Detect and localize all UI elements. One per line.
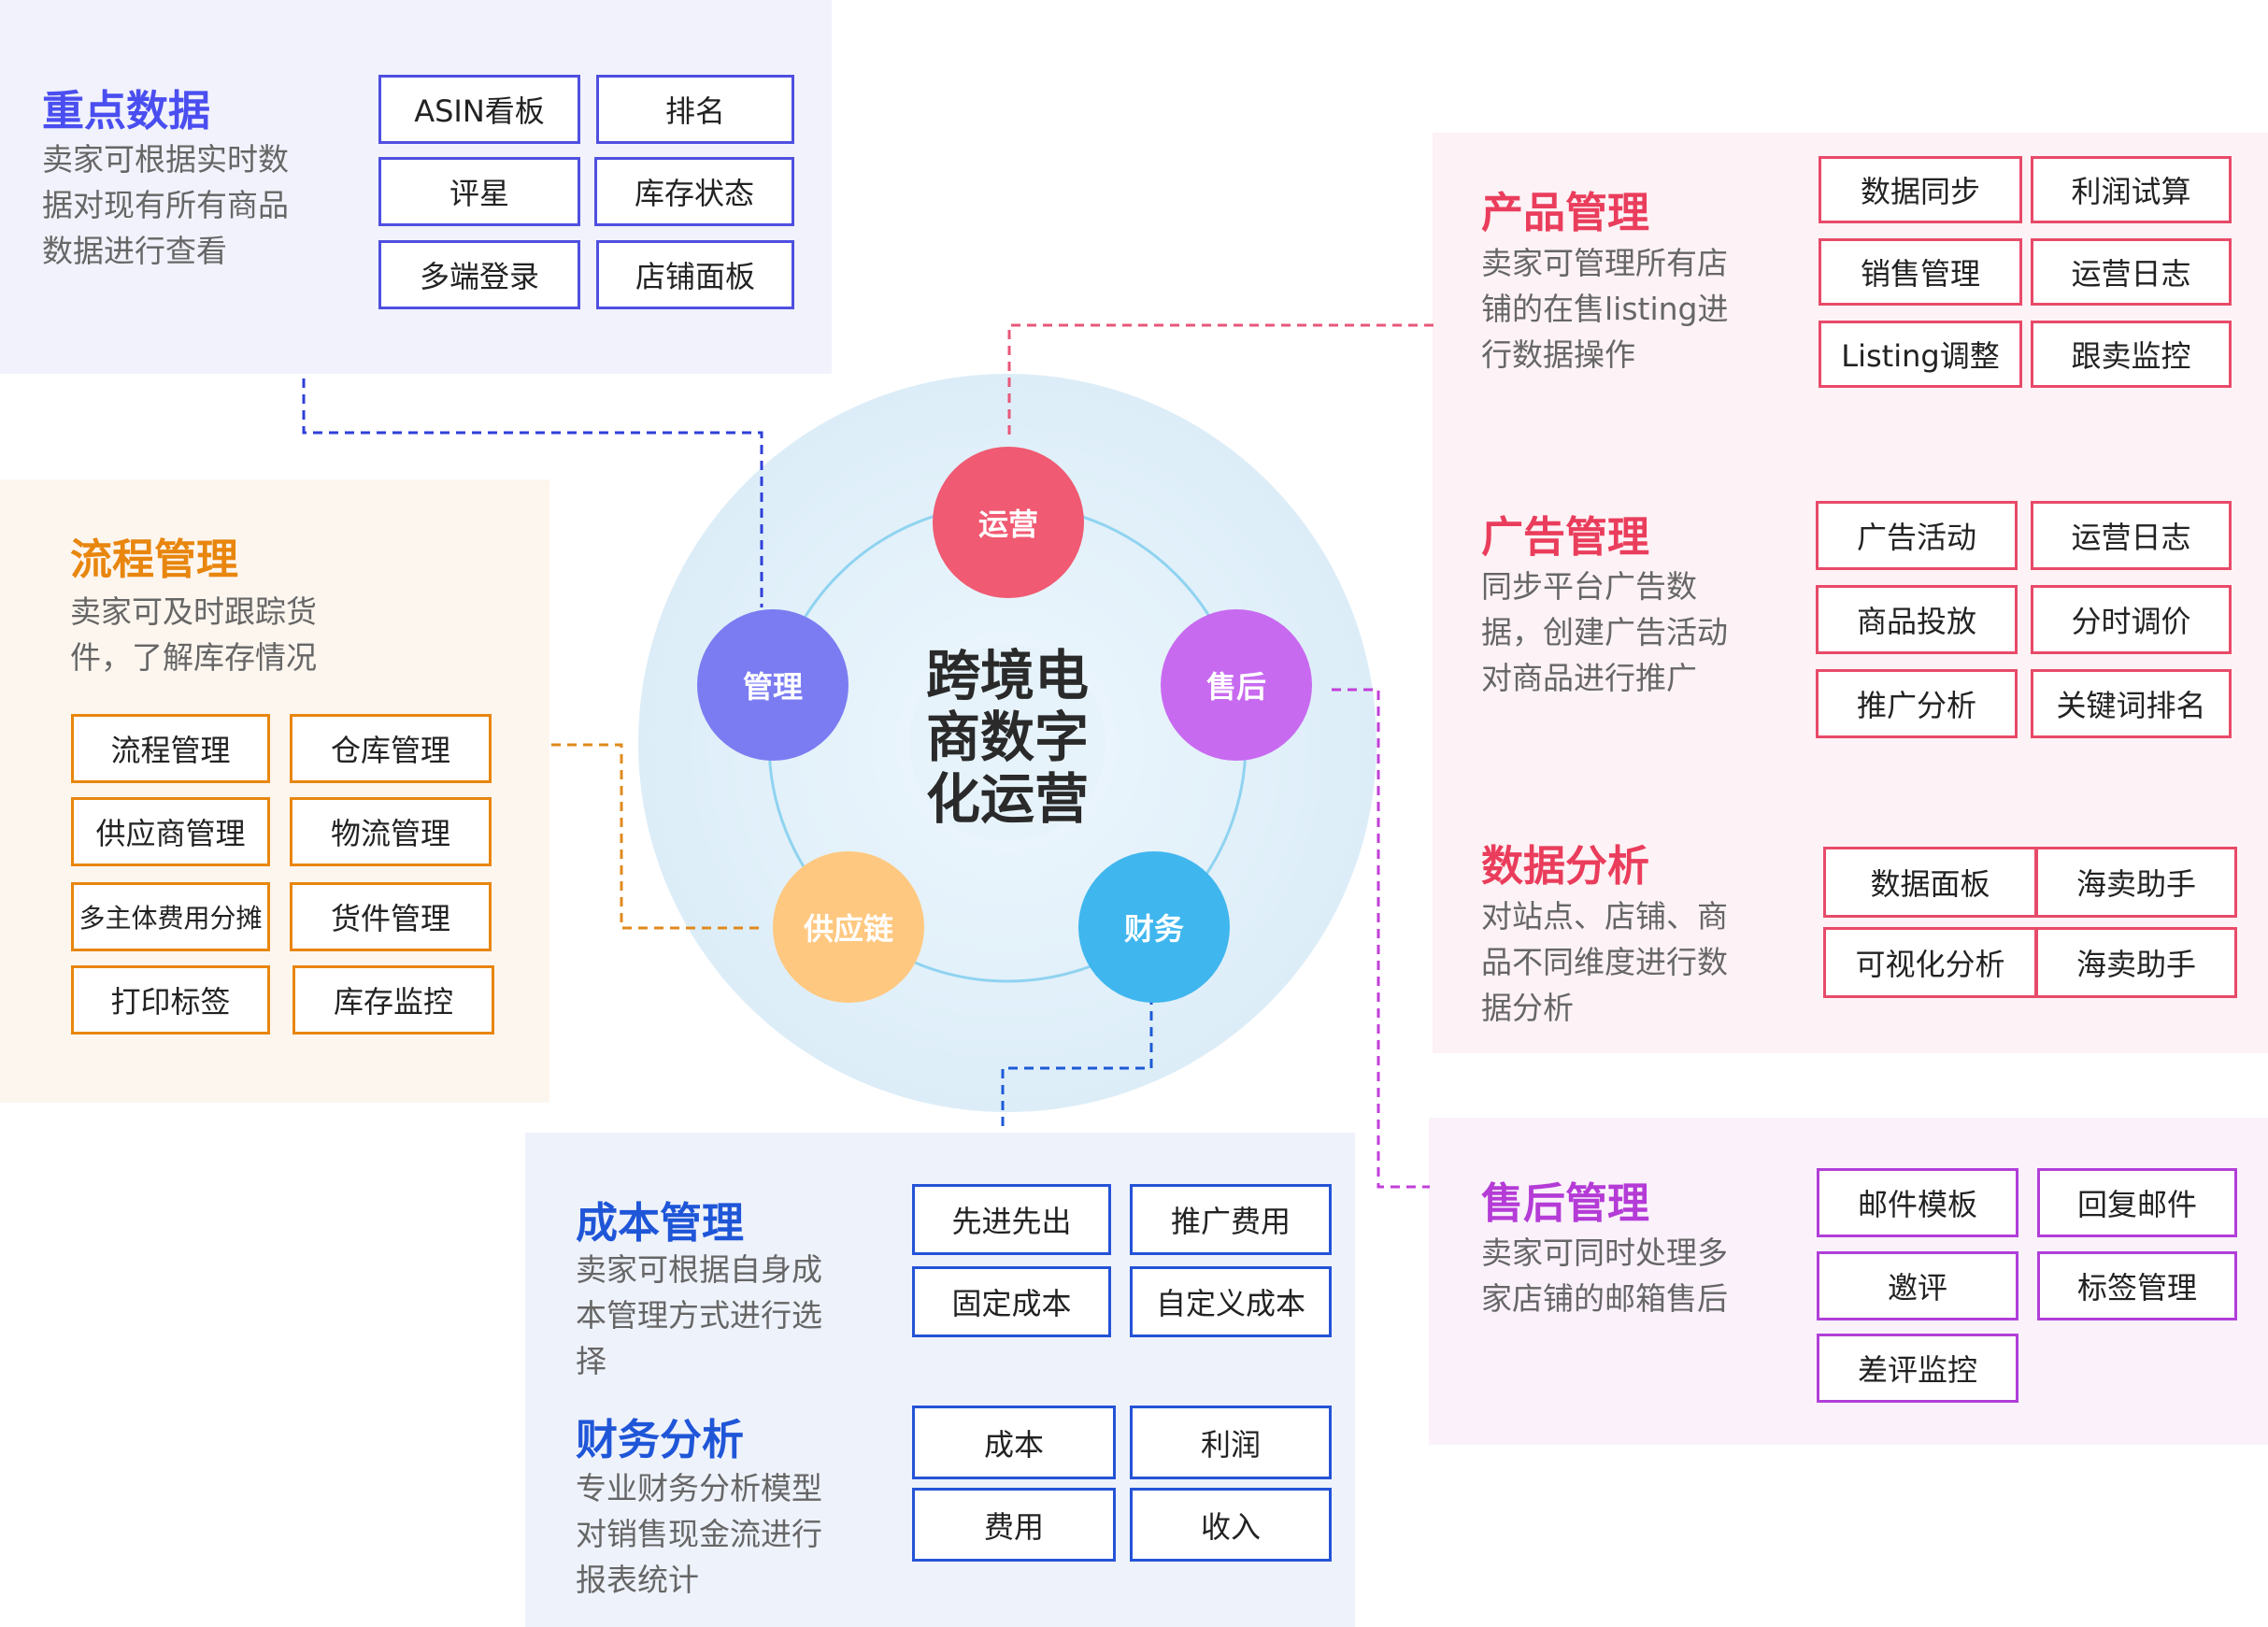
data-analysis-title: 数据分析 — [1481, 841, 1650, 891]
finance-item[interactable]: 成本 — [912, 1406, 1116, 1479]
node-supply-chain: 供应链 — [773, 851, 924, 1003]
node-operations: 运营 — [933, 447, 1084, 598]
node-aftersale: 售后 — [1161, 609, 1312, 761]
key-data-title: 重点数据 — [42, 86, 211, 136]
aftersale-item[interactable]: 邮件模板 — [1817, 1168, 2018, 1237]
key-data-item[interactable]: 排名 — [596, 75, 794, 144]
connector-process — [551, 743, 762, 930]
key-data-item[interactable]: 店铺面板 — [596, 240, 794, 309]
ad-item[interactable]: 广告活动 — [1816, 501, 2018, 570]
data-analysis-desc: 对站点、店铺、商品不同维度进行数据分析 — [1481, 898, 1728, 1026]
process-item[interactable]: 库存监控 — [292, 965, 494, 1035]
finance-item[interactable]: 费用 — [912, 1488, 1116, 1562]
ad-item[interactable]: 商品投放 — [1816, 585, 2018, 654]
cost-item[interactable]: 自定义成本 — [1130, 1266, 1332, 1337]
process-item[interactable]: 打印标签 — [71, 965, 270, 1035]
key-data-item[interactable]: 库存状态 — [594, 157, 794, 226]
product-mgmt-title: 产品管理 — [1481, 188, 1650, 237]
product-item[interactable]: 跟卖监控 — [2031, 321, 2232, 388]
product-item[interactable]: 销售管理 — [1819, 238, 2022, 306]
ad-item[interactable]: 运营日志 — [2031, 501, 2232, 570]
process-mgmt-title: 流程管理 — [70, 535, 239, 584]
cost-item[interactable]: 固定成本 — [912, 1266, 1111, 1337]
analysis-item[interactable]: 数据面板 — [1823, 847, 2037, 918]
aftersale-item[interactable]: 邀评 — [1817, 1251, 2018, 1320]
key-data-desc: 卖家可根据实时数据对现有所有商品数据进行查看 — [42, 141, 289, 269]
process-item[interactable]: 供应商管理 — [71, 797, 270, 866]
finance-item[interactable]: 收入 — [1130, 1488, 1332, 1562]
ad-mgmt-title: 广告管理 — [1481, 512, 1650, 562]
process-item[interactable]: 物流管理 — [290, 797, 492, 866]
finance-analysis-desc: 专业财务分析模型对销售现金流进行报表统计 — [576, 1470, 822, 1598]
key-data-item[interactable]: 多端登录 — [378, 240, 580, 309]
aftersale-item[interactable]: 标签管理 — [2037, 1251, 2237, 1320]
ad-item[interactable]: 关键词排名 — [2031, 669, 2232, 738]
product-item[interactable]: Listing调整 — [1819, 321, 2022, 388]
aftersale-item[interactable]: 差评监控 — [1817, 1334, 2018, 1403]
connector-product — [1007, 323, 1434, 435]
node-management: 管理 — [697, 609, 849, 761]
key-data-item[interactable]: 评星 — [378, 157, 580, 226]
product-item[interactable]: 数据同步 — [1819, 156, 2022, 223]
process-item[interactable]: 流程管理 — [71, 714, 270, 783]
analysis-item[interactable]: 海卖助手 — [2035, 847, 2237, 918]
process-item[interactable]: 多主体费用分摊 — [71, 882, 270, 951]
aftersale-mgmt-desc: 卖家可同时处理多家店铺的邮箱售后 — [1481, 1235, 1728, 1317]
product-mgmt-desc: 卖家可管理所有店铺的在售listing进行数据操作 — [1481, 245, 1729, 373]
key-data-item[interactable]: ASIN看板 — [378, 75, 580, 144]
finance-analysis-title: 财务分析 — [576, 1415, 745, 1464]
product-item[interactable]: 运营日志 — [2031, 238, 2232, 306]
analysis-item[interactable]: 海卖助手 — [2035, 927, 2237, 998]
cost-mgmt-desc: 卖家可根据自身成本管理方式进行选择 — [576, 1251, 822, 1379]
process-item[interactable]: 仓库管理 — [290, 714, 492, 783]
ad-item[interactable]: 分时调价 — [2031, 585, 2232, 654]
aftersale-mgmt-title: 售后管理 — [1481, 1178, 1650, 1228]
hub-core — [909, 645, 1105, 841]
hub-center-title: 跨境电商数字化运营 — [925, 644, 1089, 831]
process-item[interactable]: 货件管理 — [290, 882, 492, 951]
cost-mgmt-title: 成本管理 — [576, 1198, 745, 1248]
ad-mgmt-desc: 同步平台广告数据，创建广告活动对商品进行推广 — [1481, 568, 1728, 696]
aftersale-item[interactable]: 回复邮件 — [2037, 1168, 2237, 1237]
connector-cost — [1001, 995, 1153, 1133]
node-finance: 财务 — [1078, 851, 1230, 1003]
connector-aftersale — [1332, 688, 1430, 1189]
analysis-item[interactable]: 可视化分析 — [1823, 927, 2037, 998]
product-item[interactable]: 利润试算 — [2031, 156, 2232, 223]
cost-item[interactable]: 先进先出 — [912, 1184, 1111, 1255]
ad-item[interactable]: 推广分析 — [1816, 669, 2018, 738]
cost-item[interactable]: 推广费用 — [1130, 1184, 1332, 1255]
process-mgmt-desc: 卖家可及时跟踪货件，了解库存情况 — [70, 593, 317, 676]
finance-item[interactable]: 利润 — [1130, 1406, 1332, 1479]
